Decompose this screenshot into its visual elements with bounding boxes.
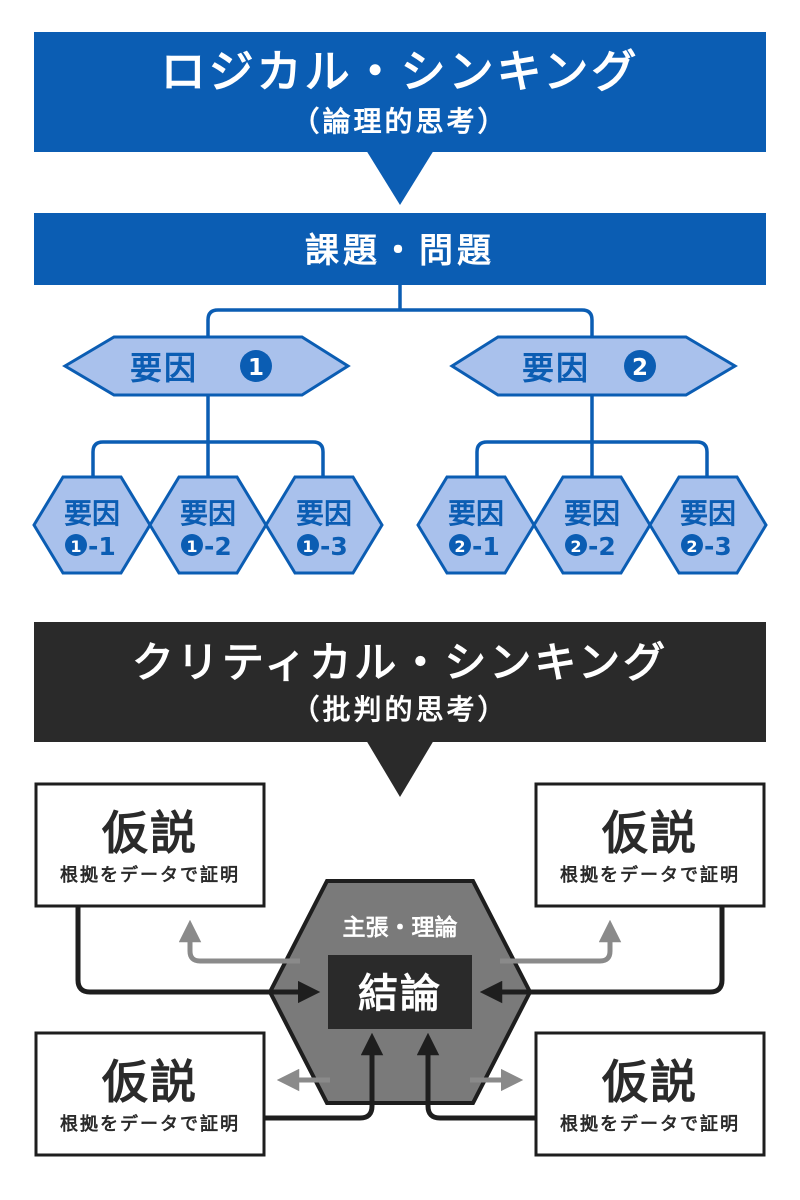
factor-1-2-shape [148, 475, 268, 575]
factor-1-subtree-connector [91, 395, 325, 478]
factor-2-2-label: 要因 [564, 497, 620, 530]
hypothesis-bottom-right-box [534, 1031, 766, 1157]
factor-2-1-node: 要因 2 -1 [416, 475, 536, 575]
factor-1-1-shape [32, 475, 152, 575]
arrow-bottom-right-to-conclusion [416, 1032, 537, 1121]
hypothesis-bottom-right-title: 仮説 [601, 1055, 698, 1109]
factor-2-3-shape [648, 475, 768, 575]
factor-2-number: 2 [632, 355, 648, 381]
factor-2-2-number: 2 [570, 537, 581, 556]
critical-subtitle: （批判的思考） [291, 693, 508, 726]
arrow-bottom-left-to-conclusion [263, 1032, 384, 1121]
logical-thinking-section: ロジカル・シンキング （論理的思考） 課題・問題 要因 1 要因 1 -1 要因… [32, 32, 768, 575]
claim-theory-label: 主張・理論 [343, 914, 459, 941]
factor-1-shape [62, 335, 351, 397]
factor-1-1-label: 要因 [64, 497, 120, 530]
critical-down-arrow [366, 740, 434, 797]
hypothesis-top-left: 仮説 根拠をデータで証明 [34, 782, 266, 908]
hypothesis-top-left-box [34, 782, 266, 908]
factor-1-2-label: 要因 [180, 497, 236, 530]
factor-1-number: 1 [248, 355, 264, 381]
arrow-top-right-to-conclusion [479, 906, 725, 1004]
conclusion-label: 結論 [358, 971, 442, 1017]
factor-1-2-number: 1 [186, 537, 197, 556]
logical-title-banner [34, 32, 766, 152]
feedback-arrow-top-right [500, 919, 622, 964]
factor-2-1-label: 要因 [448, 497, 504, 530]
factor-2-subtree-connector [475, 395, 709, 478]
factor-2-2-number-badge [565, 534, 587, 556]
factor-1-number-badge [240, 350, 272, 382]
hypothesis-bottom-left: 仮説 根拠をデータで証明 [34, 1031, 266, 1157]
logical-subtitle: （論理的思考） [291, 105, 508, 138]
factor-1-3-number-badge [297, 534, 319, 556]
hypothesis-top-left-desc: 根拠をデータで証明 [60, 864, 240, 886]
factor-1-label: 要因 [130, 349, 198, 387]
factor-1-1-number: 1 [70, 537, 81, 556]
factor-1-1-number-badge [65, 534, 87, 556]
factor-2-2-suffix: -2 [588, 532, 616, 561]
critical-title: クリティカル・シンキング [132, 638, 668, 687]
logical-down-arrow [366, 150, 434, 205]
logical-title: ロジカル・シンキング [161, 45, 640, 98]
factor-1-3-shape [264, 475, 384, 575]
factor-2-2-node: 要因 2 -2 [532, 475, 652, 575]
factor-2-label: 要因 [522, 349, 590, 387]
factor-1-2-node: 要因 1 -2 [148, 475, 268, 575]
hypothesis-bottom-right-desc: 根拠をデータで証明 [560, 1113, 740, 1135]
factor-2-3-number-badge [681, 534, 703, 556]
hypothesis-bottom-left-desc: 根拠をデータで証明 [60, 1113, 240, 1135]
hypothesis-bottom-left-title: 仮説 [101, 1055, 198, 1109]
factor-2-1-number-badge [449, 534, 471, 556]
factor-1-2-suffix: -2 [204, 532, 232, 561]
issue-label: 課題・問題 [305, 231, 495, 271]
factor-2-2-shape [532, 475, 652, 575]
feedback-arrow-top-left [178, 919, 300, 964]
factor-1-3-suffix: -3 [320, 532, 348, 561]
factor-1-1-suffix: -1 [88, 532, 116, 561]
factor-1-1-node: 要因 1 -1 [32, 475, 152, 575]
factor-2-1-number: 2 [454, 537, 465, 556]
hypothesis-bottom-right: 仮説 根拠をデータで証明 [534, 1031, 766, 1157]
critical-thinking-section: クリティカル・シンキング （批判的思考） 主張・理論 結論 仮説 根拠をデータで… [34, 622, 766, 1157]
hypothesis-top-right-box [534, 782, 766, 908]
arrow-top-left-to-conclusion [75, 906, 321, 1004]
factor-1-3-node: 要因 1 -3 [264, 475, 384, 575]
factor-2-3-number: 2 [686, 537, 697, 556]
factor-2-3-suffix: -3 [704, 532, 732, 561]
conclusion-box [328, 955, 472, 1029]
factor-2-number-badge [624, 350, 656, 382]
hypothesis-top-right: 仮説 根拠をデータで証明 [534, 782, 766, 908]
hypothesis-top-right-desc: 根拠をデータで証明 [560, 864, 740, 886]
hypothesis-top-left-title: 仮説 [101, 806, 198, 860]
factor-2-3-node: 要因 2 -3 [648, 475, 768, 575]
issue-banner [34, 213, 766, 285]
factor-2-3-label: 要因 [680, 497, 736, 530]
issue-to-factors-connector [206, 285, 594, 340]
hypothesis-bottom-left-box [34, 1031, 266, 1157]
factor-1-2-number-badge [181, 534, 203, 556]
factor-2-shape [449, 335, 738, 397]
factor-1-3-number: 1 [302, 537, 313, 556]
factor-2-1-suffix: -1 [472, 532, 500, 561]
factor-2-1-shape [416, 475, 536, 575]
hypothesis-top-right-title: 仮説 [601, 806, 698, 860]
critical-title-banner [34, 622, 766, 742]
factor-1-3-label: 要因 [296, 497, 352, 530]
